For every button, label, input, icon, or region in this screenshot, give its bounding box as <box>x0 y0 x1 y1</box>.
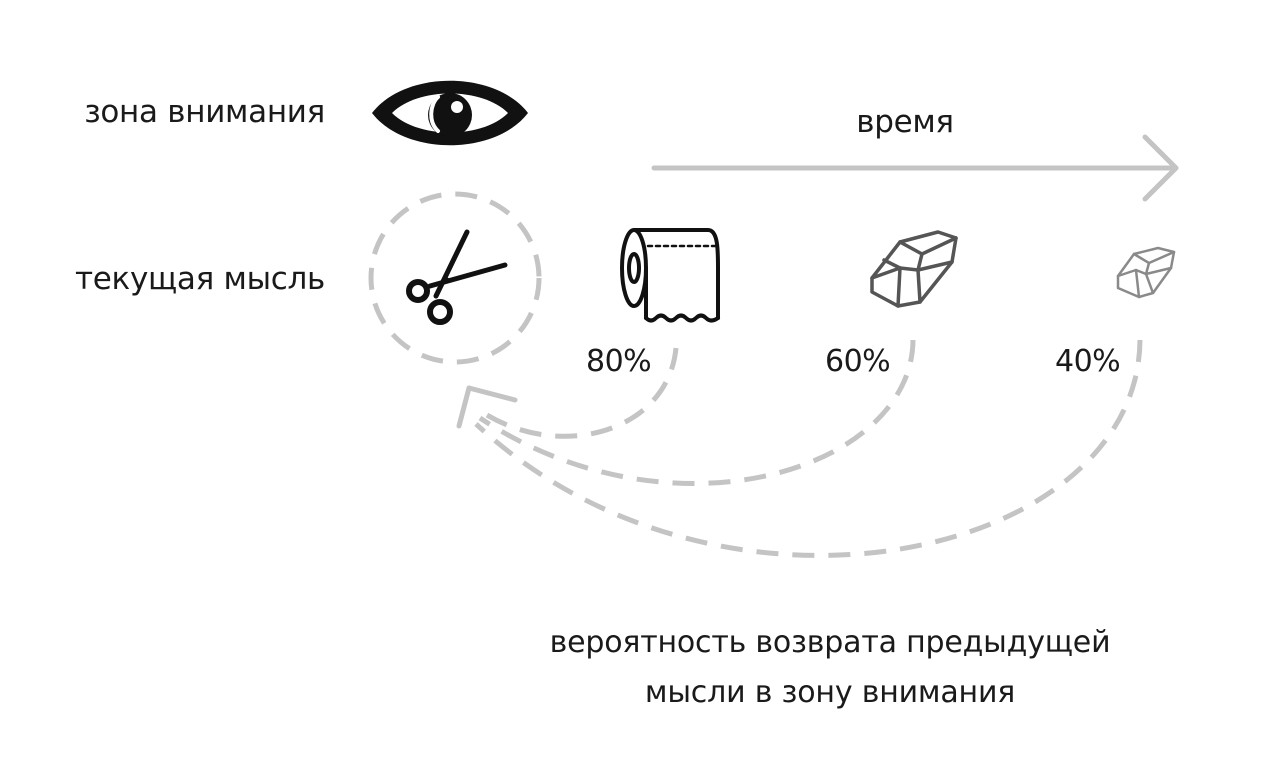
toilet-paper-icon <box>620 228 720 323</box>
return-arc-60 <box>478 339 916 486</box>
caption-line-2: мысли в зону внимания <box>644 675 1016 710</box>
scissors-icon <box>406 229 508 325</box>
time-arrow <box>651 134 1179 202</box>
eye-icon <box>372 80 528 146</box>
probability-40: 40% <box>1055 344 1121 379</box>
current-thought-label: текущая мысль <box>75 261 325 297</box>
crystal-icon <box>1116 246 1176 299</box>
probability-60: 60% <box>825 344 891 379</box>
attention-zone-circle <box>368 191 542 365</box>
caption-line-1: вероятность возврата предыдущей <box>549 625 1111 660</box>
return-arc-80 <box>480 347 679 439</box>
return-arrowhead <box>456 385 518 429</box>
return-arcs <box>474 339 1143 558</box>
time-label: время <box>856 104 954 140</box>
probability-80: 80% <box>586 344 652 379</box>
crystal-icon <box>870 230 958 308</box>
caption: вероятность возврата предыдущей мысли в … <box>480 618 1180 718</box>
return-arc-40 <box>474 339 1143 558</box>
attention-zone-label: зона внимания <box>84 94 325 130</box>
